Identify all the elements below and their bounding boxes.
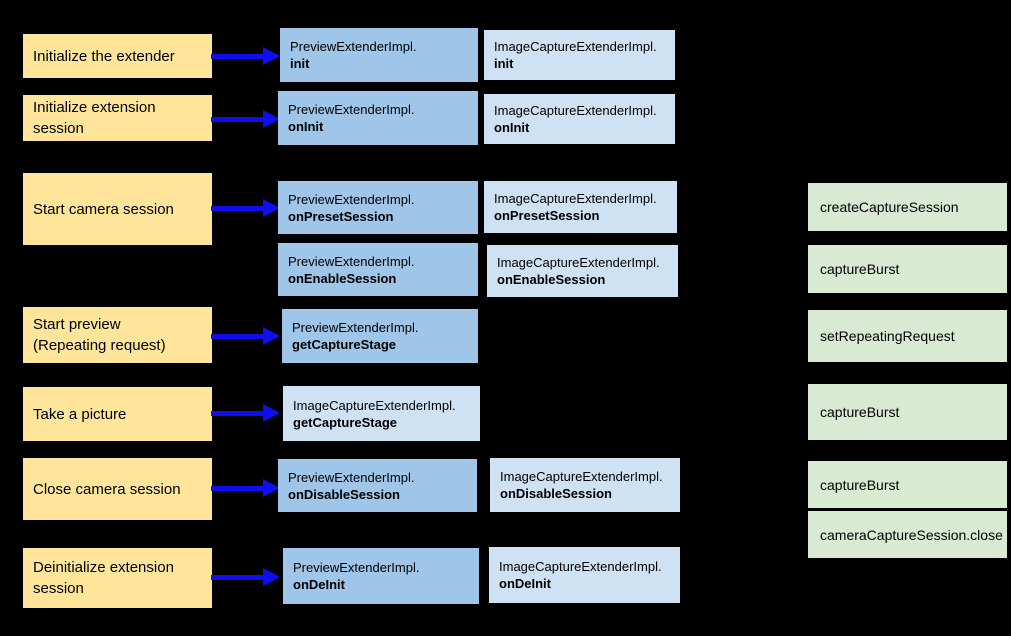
class-name: PreviewExtenderImpl. (290, 39, 417, 54)
method-name: init (494, 56, 514, 71)
flow-arrow-icon (211, 404, 280, 422)
flow-arrow-icon (211, 327, 280, 345)
method-name: onEnableSession (497, 272, 606, 287)
arrow-shaft (211, 54, 264, 59)
method-box-preview-onpresetsession: PreviewExtenderImpl. onPresetSession (278, 181, 478, 234)
class-name: ImageCaptureExtenderImpl. (494, 191, 657, 206)
api-box-captureburst-enable: captureBurst (808, 245, 1007, 293)
method-name: onPresetSession (288, 208, 394, 224)
class-name: PreviewExtenderImpl. (292, 320, 419, 335)
method-box-imagecapture-ondisablesession: ImageCaptureExtenderImpl. onDisableSessi… (490, 458, 680, 512)
api-box-captureburst-close: captureBurst (808, 461, 1007, 508)
api-call-label: setRepeatingRequest (820, 328, 955, 344)
arrow-head (263, 47, 280, 65)
class-name: ImageCaptureExtenderImpl. (497, 255, 660, 270)
action-box-take-a-picture: Take a picture (23, 387, 212, 441)
action-label: Initialize extension session (33, 99, 156, 137)
api-box-cameracapturesession-close: cameraCaptureSession.close (808, 511, 1007, 558)
method-box-preview-onenablesession: PreviewExtenderImpl. onEnableSession (278, 243, 478, 296)
method-box-preview-ondeinit: PreviewExtenderImpl. onDeInit (283, 548, 479, 604)
action-box-start-camera-session: Start camera session (23, 173, 212, 245)
method-name: onDeInit (293, 577, 345, 592)
action-label: Close camera session (33, 480, 181, 498)
arrow-head (263, 199, 280, 217)
action-label: Start camera session (33, 200, 174, 218)
action-box-deinitialize-extension-session: Deinitialize extension session (23, 548, 212, 608)
action-box-start-preview: Start preview (Repeating request) (23, 307, 212, 363)
api-box-captureburst-take-picture: captureBurst (808, 384, 1007, 440)
method-name: onDisableSession (288, 486, 400, 502)
action-label: Start preview (Repeating request) (33, 316, 166, 354)
api-box-setrepeatingrequest: setRepeatingRequest (808, 310, 1007, 362)
flow-arrow-icon (211, 47, 280, 65)
action-label: Deinitialize extension session (33, 559, 174, 597)
method-name: onDisableSession (500, 486, 612, 501)
class-name: ImageCaptureExtenderImpl. (494, 103, 657, 118)
arrow-shaft (211, 575, 264, 580)
action-label: Take a picture (33, 405, 127, 423)
api-call-label: captureBurst (820, 261, 900, 277)
class-name: PreviewExtenderImpl. (288, 191, 415, 207)
api-call-label: cameraCaptureSession.close (820, 526, 1003, 543)
method-box-preview-oninit: PreviewExtenderImpl. onInit (278, 91, 478, 145)
method-name: getCaptureStage (293, 414, 398, 430)
flow-arrow-icon (211, 199, 280, 217)
api-box-createcapturesession: createCaptureSession (808, 183, 1007, 231)
action-label: Initialize the extender (33, 47, 175, 65)
method-name: onPresetSession (494, 208, 600, 223)
method-name: init (290, 56, 310, 71)
api-call-label: captureBurst (820, 476, 900, 493)
action-box-initialize-extender: Initialize the extender (23, 34, 212, 78)
method-box-imagecapture-oninit: ImageCaptureExtenderImpl. onInit (484, 94, 675, 144)
method-name: onDeInit (499, 576, 551, 591)
class-name: PreviewExtenderImpl. (293, 560, 420, 575)
arrow-head (263, 479, 280, 497)
arrow-shaft (211, 117, 264, 122)
flow-arrow-icon (211, 110, 280, 128)
arrow-head (263, 404, 280, 422)
api-call-label: createCaptureSession (820, 199, 959, 215)
method-box-imagecapture-init: ImageCaptureExtenderImpl. init (484, 30, 675, 80)
method-name: onInit (288, 119, 324, 134)
method-name: getCaptureStage (292, 337, 397, 352)
method-box-imagecapture-onpresetsession: ImageCaptureExtenderImpl. onPresetSessio… (484, 181, 677, 233)
arrow-head (263, 568, 280, 586)
flow-arrow-icon (211, 568, 280, 586)
method-box-imagecapture-ondeinit: ImageCaptureExtenderImpl. onDeInit (489, 547, 680, 603)
class-name: PreviewExtenderImpl. (288, 469, 415, 485)
api-call-label: captureBurst (820, 404, 900, 420)
arrow-head (263, 327, 280, 345)
class-name: PreviewExtenderImpl. (288, 102, 415, 117)
class-name: ImageCaptureExtenderImpl. (500, 469, 663, 484)
action-box-close-camera-session: Close camera session (23, 458, 212, 520)
method-box-imagecapture-onenablesession: ImageCaptureExtenderImpl. onEnableSessio… (487, 245, 678, 297)
class-name: PreviewExtenderImpl. (288, 253, 415, 269)
method-box-preview-getcapturestage: PreviewExtenderImpl. getCaptureStage (282, 309, 478, 363)
arrow-shaft (211, 411, 264, 416)
arrow-shaft (211, 206, 264, 211)
action-box-initialize-extension-session: Initialize extension session (23, 95, 212, 141)
arrow-shaft (211, 486, 264, 491)
flow-arrow-icon (211, 479, 280, 497)
method-box-preview-ondisablesession: PreviewExtenderImpl. onDisableSession (278, 459, 477, 512)
method-box-imagecapture-getcapturestage: ImageCaptureExtenderImpl. getCaptureStag… (283, 386, 480, 441)
class-name: ImageCaptureExtenderImpl. (499, 559, 662, 574)
arrow-head (263, 110, 280, 128)
method-name: onEnableSession (288, 270, 397, 286)
method-name: onInit (494, 120, 530, 135)
arrow-shaft (211, 334, 264, 339)
class-name: ImageCaptureExtenderImpl. (494, 39, 657, 54)
method-box-preview-init: PreviewExtenderImpl. init (280, 28, 478, 82)
class-name: ImageCaptureExtenderImpl. (293, 397, 456, 413)
